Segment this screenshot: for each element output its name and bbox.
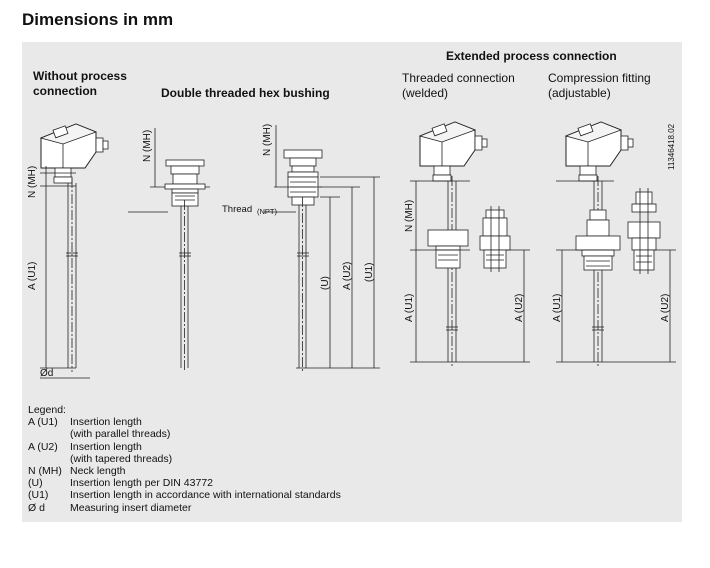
legend-item: A (U1) Insertion length (with parallel t… [28, 416, 341, 440]
label-u: (U) [320, 276, 331, 290]
legend-text: Insertion length per DIN 43772 [70, 477, 214, 490]
legend-item: (U1) Insertion length in accordance with… [28, 489, 341, 501]
label-a-u2-3: A (U2) [342, 262, 353, 290]
heading-compression-fitting: Compression fitting (adjustable) [548, 71, 651, 101]
label-a-u2-4: A (U2) [514, 294, 525, 322]
label-npt: (NPT) [257, 207, 277, 216]
heading-threaded-connection: Threaded connection (welded) [402, 71, 515, 101]
legend-item: N (MH) Neck length [28, 465, 341, 477]
heading-extended-connection: Extended process connection [446, 49, 617, 63]
legend-item: Ø d Measuring insert diameter [28, 502, 341, 514]
heading-without-connection: Without process connection [33, 69, 127, 99]
heading-threaded-line1: Threaded connection [402, 71, 515, 85]
legend-key: Ø d [28, 501, 45, 514]
label-u1: (U1) [364, 263, 375, 282]
legend-text-line2: (with tapered threads) [70, 452, 173, 465]
label-n-mh-3: N (MH) [262, 124, 273, 156]
legend-text-line2: (with parallel threads) [70, 428, 171, 441]
legend-item: (U) Insertion length per DIN 43772 [28, 477, 341, 489]
legend-text: Insertion length (with parallel threads) [70, 416, 170, 440]
legend-title: Legend: [28, 404, 66, 416]
legend-key: A (U2) [28, 440, 58, 453]
page-title: Dimensions in mm [22, 10, 174, 29]
label-n-mh-4: N (MH) [404, 200, 415, 232]
heading-compression-line2: (adjustable) [548, 86, 611, 100]
thermometer-hex-bushing-with-head [264, 125, 380, 372]
label-phi-d: Ød [40, 368, 53, 379]
legend-text-line1: Insertion length [70, 440, 142, 453]
legend-key: A (U1) [28, 416, 58, 429]
thermometer-compression-fitting [556, 121, 676, 366]
thermometer-hex-bushing [128, 128, 210, 372]
label-a-u1-1: A (U1) [27, 262, 38, 290]
legend-item: A (U2) Insertion length (with tapered th… [28, 441, 341, 465]
legend-text: Neck length [70, 465, 126, 478]
label-a-u1-5: A (U1) [552, 294, 563, 322]
thermometer-threaded-welded [410, 121, 530, 366]
legend-key: (U1) [28, 489, 49, 502]
label-n-mh-1: N (MH) [27, 166, 38, 198]
label-thread: Thread [222, 204, 252, 215]
heading-compression-line1: Compression fitting [548, 71, 651, 85]
legend-key: N (MH) [28, 465, 62, 478]
label-a-u1-4: A (U1) [404, 294, 415, 322]
heading-without-line1: Without process [33, 69, 127, 83]
legend-text-line1: Insertion length [70, 416, 142, 429]
label-n-mh-2: N (MH) [142, 130, 153, 162]
label-a-u2-5: A (U2) [660, 294, 671, 322]
legend-text: Insertion length (with tapered threads) [70, 441, 172, 465]
document-id: 11346418.02 [667, 123, 676, 170]
heading-hex-bushing: Double threaded hex bushing [161, 86, 330, 100]
legend-text: Measuring insert diameter [70, 501, 192, 514]
legend: Legend: A (U1) Insertion length (with pa… [28, 404, 341, 514]
legend-key: (U) [28, 477, 43, 490]
thermometer-without-connection [40, 123, 109, 379]
heading-threaded-line2: (welded) [402, 86, 449, 100]
legend-text: Insertion length in accordance with inte… [70, 489, 341, 502]
heading-without-line2: connection [33, 84, 98, 98]
